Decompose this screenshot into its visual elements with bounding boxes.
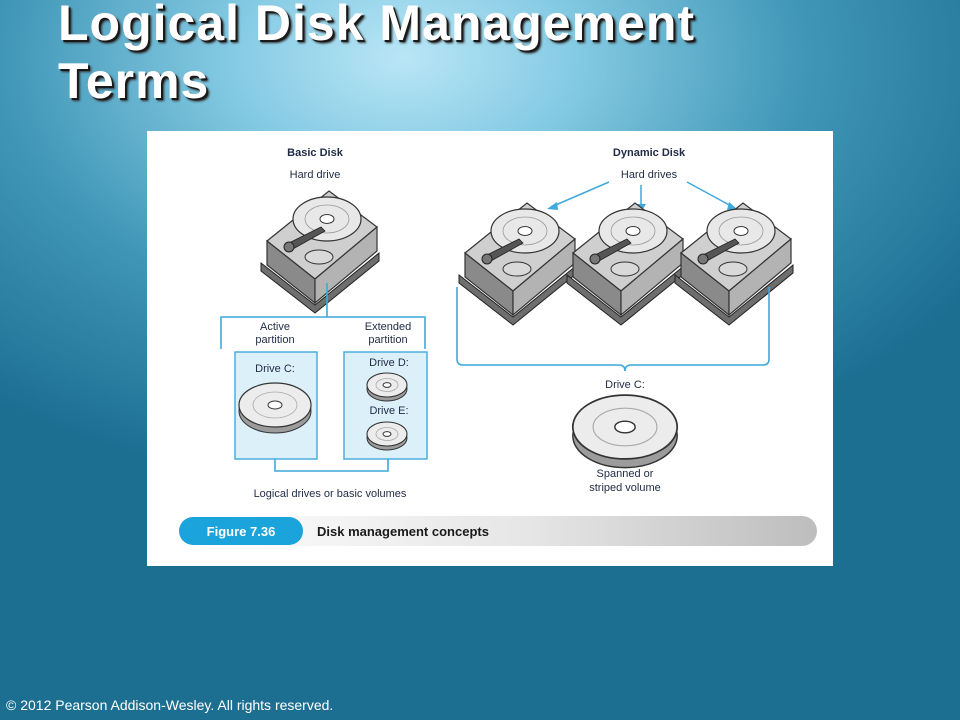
arrow-right (686, 181, 734, 208)
drive-e-disk-icon (366, 421, 408, 451)
copyright-footer: © 2012 Pearson Addison-Wesley. All right… (6, 697, 334, 713)
slide-title: Logical Disk Management Terms (58, 0, 695, 110)
dynamic-hard-drive-1-icon (458, 202, 578, 326)
caption-bar (175, 516, 817, 546)
arrow-right-head (727, 202, 737, 210)
logical-drives-label: Logical drives or basic volumes (254, 488, 407, 500)
drive-c-disk-icon (238, 382, 312, 434)
slide-title-line1: Logical Disk Management (58, 0, 696, 51)
active-partition-label-1: Active (260, 321, 290, 333)
drive-d-disk-icon (366, 372, 408, 402)
drive-c-label: Drive C: (255, 363, 295, 375)
disk-management-figure: Basic Disk Hard drive Active partition E… (147, 131, 833, 566)
caption-number-pill (179, 517, 303, 545)
extended-partition-label-1: Extended (365, 321, 411, 333)
basic-hard-drive-icon (260, 190, 380, 314)
logical-drives-bracket (274, 459, 389, 472)
dynamic-disk-heading: Dynamic Disk (613, 147, 686, 159)
active-partition-label-2: partition (255, 334, 294, 346)
arrow-left-head (547, 202, 558, 210)
basic-disk-heading: Basic Disk (287, 147, 344, 159)
basic-hard-drive-label: Hard drive (290, 169, 341, 181)
arrow-left (550, 181, 610, 208)
spanned-volume-disk-icon (571, 394, 679, 469)
spanned-label-2: striped volume (589, 482, 661, 494)
spanning-bracket (456, 287, 770, 372)
caption-text: Disk management concepts (317, 524, 489, 539)
drive-e-label: Drive E: (369, 405, 408, 417)
partition-bracket (220, 316, 426, 349)
drive-d-label: Drive D: (369, 357, 409, 369)
dynamic-hard-drives-label: Hard drives (621, 169, 678, 181)
dynamic-hard-drive-3-icon (674, 202, 794, 326)
extended-partition-label-2: partition (368, 334, 407, 346)
caption-number: Figure 7.36 (207, 524, 276, 539)
slide-title-line2: Terms (58, 53, 210, 109)
dynamic-drive-c-label: Drive C: (605, 379, 645, 391)
spanned-label-1: Spanned or (597, 468, 654, 480)
figure-diagram: Basic Disk Hard drive Active partition E… (175, 147, 817, 546)
dynamic-hard-drive-2-icon (566, 202, 686, 326)
